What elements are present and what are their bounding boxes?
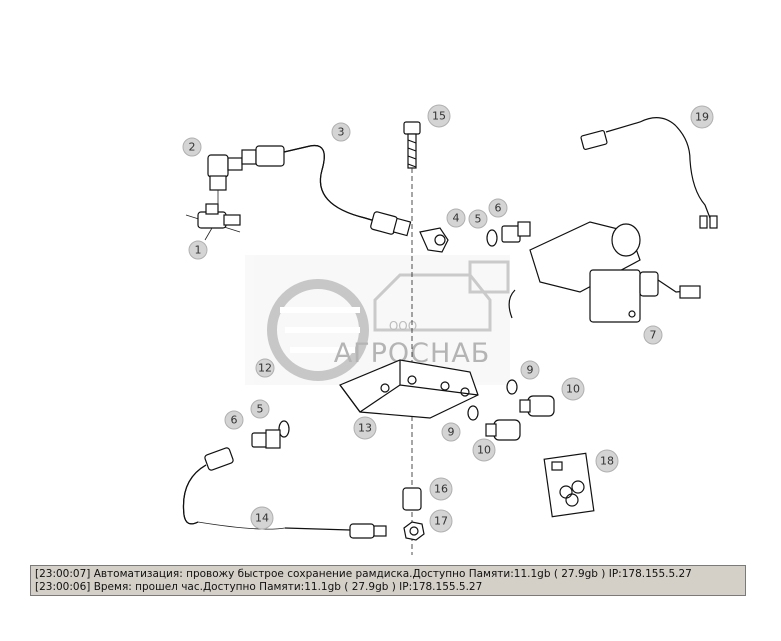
callout-17: 17 [429, 509, 453, 533]
callout-2: 2 [182, 137, 202, 157]
watermark-prefix: ООО [389, 319, 417, 333]
svg-text:7: 7 [650, 329, 657, 342]
part-4-elbow [419, 227, 449, 253]
callout-3: 3 [331, 122, 351, 142]
part-6-sensor-lower [251, 429, 281, 449]
callout-6-upper: 6 [488, 198, 508, 218]
part-5-washer-lower [278, 420, 290, 438]
svg-text:1: 1 [195, 244, 202, 257]
callout-5-lower: 5 [250, 399, 270, 419]
part-3-hose [241, 144, 412, 237]
callout-6-lower: 6 [224, 410, 244, 430]
callout-18: 18 [595, 449, 619, 473]
svg-text:4: 4 [453, 212, 460, 225]
svg-text:18: 18 [600, 455, 614, 468]
svg-text:16: 16 [434, 483, 448, 496]
svg-text:2: 2 [189, 141, 196, 154]
part-18-seal-kit [543, 452, 595, 518]
callout-7: 7 [643, 325, 663, 345]
part-9-o-ring-upper [506, 379, 518, 395]
svg-text:5: 5 [257, 403, 264, 416]
part-2-elbow-fitting [207, 154, 243, 205]
svg-text:12: 12 [258, 362, 272, 375]
callout-14: 14 [250, 506, 274, 530]
part-9-o-ring-lower [467, 405, 479, 421]
svg-text:9: 9 [527, 364, 534, 377]
log-line: [23:00:06] Время: прошел час.Доступно Па… [35, 581, 483, 593]
part-6-sensor-upper [501, 221, 531, 243]
part-16-spacer [402, 487, 422, 511]
callout-9-lower: 9 [441, 422, 461, 442]
part-1-tee-fitting [185, 203, 241, 241]
callout-4: 4 [446, 208, 466, 228]
callout-19: 19 [690, 105, 714, 129]
svg-text:6: 6 [231, 414, 238, 427]
svg-text:17: 17 [434, 515, 448, 528]
callout-1: 1 [188, 240, 208, 260]
svg-text:19: 19 [695, 111, 709, 124]
callout-16: 16 [429, 477, 453, 501]
svg-text:9: 9 [448, 426, 455, 439]
log-line: [23:00:07] Автоматизация: провожу быстро… [35, 568, 692, 580]
svg-text:15: 15 [432, 110, 446, 123]
part-5-washer-upper [486, 229, 498, 247]
svg-text:14: 14 [255, 512, 269, 525]
callout-10-upper: 10 [561, 377, 585, 401]
part-7-solenoid-valve [508, 221, 701, 323]
svg-text:5: 5 [475, 213, 482, 226]
part-13-valve-block [339, 359, 479, 419]
part-17-nut [403, 521, 425, 541]
callout-13: 13 [353, 416, 377, 440]
callout-12: 12 [255, 358, 275, 378]
parts-diagram: ООО АГРОСНАБ [182, 104, 718, 555]
part-10-plug-lower [485, 419, 521, 441]
callout-5-upper: 5 [468, 209, 488, 229]
svg-text:3: 3 [338, 126, 345, 139]
part-19-wiring-harness [580, 117, 718, 229]
svg-text:10: 10 [566, 383, 580, 396]
status-log-panel: [23:00:07] Автоматизация: провожу быстро… [30, 565, 746, 596]
svg-text:6: 6 [495, 202, 502, 215]
svg-text:13: 13 [358, 422, 372, 435]
callout-15: 15 [427, 104, 451, 128]
callout-9-upper: 9 [520, 360, 540, 380]
svg-text:10: 10 [477, 444, 491, 457]
agrosnab-watermark-logo: ООО АГРОСНАБ [245, 255, 510, 385]
part-14-hose [182, 447, 387, 539]
part-10-plug-upper [519, 395, 555, 417]
callout-10-lower: 10 [472, 438, 496, 462]
